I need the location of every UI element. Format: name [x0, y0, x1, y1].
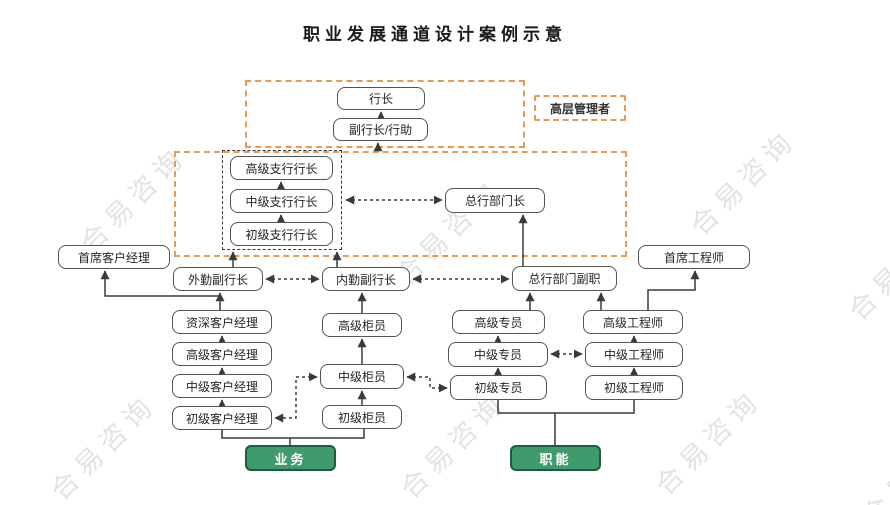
- label-business-track: 业务: [245, 445, 336, 471]
- node-office-vp: 内勤副行长: [322, 267, 410, 291]
- node-field-vp: 外勤副行长: [173, 267, 263, 291]
- node-junior-teller: 初级柜员: [322, 405, 402, 429]
- label-function-track: 职能: [510, 445, 601, 471]
- node-mid-specialist: 中级专员: [448, 342, 548, 367]
- node-mid-branch-president: 中级支行行长: [230, 189, 333, 213]
- node-advanced-customer-manager: 高级客户经理: [172, 342, 272, 366]
- node-vice-president: 副行长/行助: [333, 118, 428, 141]
- node-mid-customer-manager: 中级客户经理: [172, 374, 272, 398]
- node-junior-customer-manager: 初级客户经理: [172, 406, 272, 430]
- node-junior-branch-president: 初级支行行长: [230, 222, 333, 246]
- branch-president-group-outline: [222, 150, 342, 250]
- middle-management-group-outline: [174, 151, 627, 257]
- top-management-group-outline: [245, 80, 525, 148]
- node-chief-engineer: 首席工程师: [638, 245, 750, 269]
- label-senior-management: 高层管理者: [534, 95, 626, 121]
- node-senior-teller: 高级柜员: [322, 313, 402, 337]
- node-mid-engineer: 中级工程师: [585, 342, 683, 367]
- node-junior-engineer: 初级工程师: [585, 375, 683, 400]
- node-hq-dept-deputy: 总行部门副职: [512, 266, 617, 291]
- node-senior-engineer: 高级工程师: [583, 310, 683, 334]
- diagram-title: 职业发展通道设计案例示意: [303, 25, 567, 44]
- node-senior-branch-president: 高级支行行长: [230, 156, 333, 180]
- node-senior-specialist: 高级专员: [452, 310, 545, 334]
- node-mid-teller: 中级柜员: [320, 364, 404, 389]
- node-chief-customer-manager: 首席客户经理: [58, 245, 170, 269]
- node-junior-specialist: 初级专员: [450, 375, 547, 400]
- node-hq-dept-head: 总行部门长: [445, 188, 545, 213]
- node-president: 行长: [337, 87, 425, 110]
- node-senior-customer-manager: 资深客户经理: [172, 310, 272, 334]
